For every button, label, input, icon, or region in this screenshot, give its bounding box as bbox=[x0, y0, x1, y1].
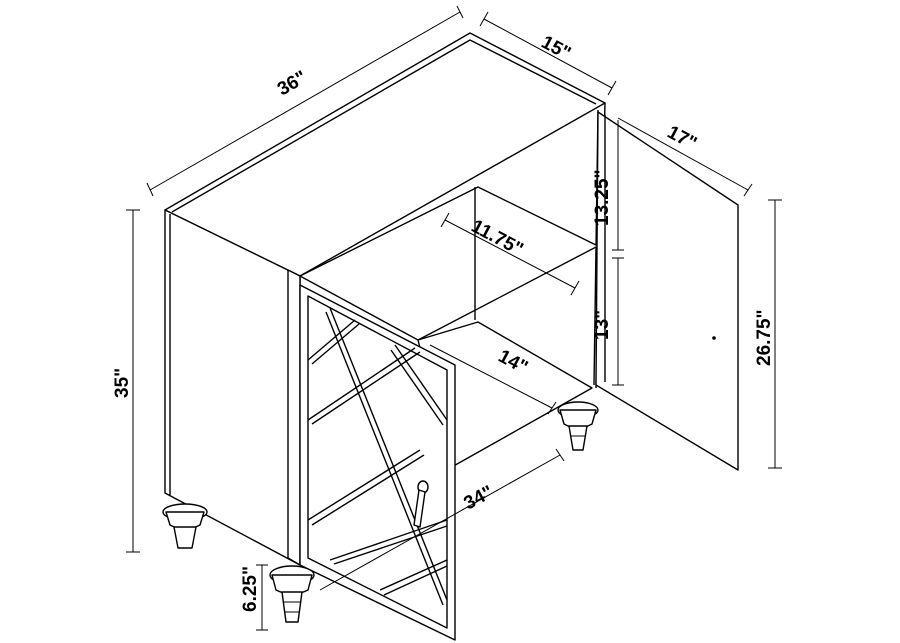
dim-overall-height: 35" bbox=[112, 368, 133, 398]
dim-upper-shelf-height: 13.25" bbox=[592, 169, 613, 226]
dim-leg-height: 6.25" bbox=[240, 566, 261, 612]
dim-depth-top: 15" bbox=[538, 32, 574, 65]
dim-inner-width: 34" bbox=[460, 482, 496, 515]
cabinet-leg-front-left bbox=[269, 565, 315, 623]
cabinet-body bbox=[164, 32, 606, 566]
right-door bbox=[595, 111, 739, 471]
dim-door-width: 17" bbox=[664, 122, 700, 155]
door-knob-dot bbox=[712, 336, 716, 340]
door-handle bbox=[413, 480, 429, 528]
door-lattice bbox=[307, 307, 448, 606]
dimension-lines bbox=[126, 5, 782, 631]
dim-lower-shelf-height: 13" bbox=[592, 310, 613, 340]
cabinet-leg-back-left bbox=[162, 503, 208, 549]
dim-width-top: 36" bbox=[274, 67, 311, 100]
dim-door-height: 26.75" bbox=[754, 309, 775, 366]
cabinet-leg-front-right bbox=[557, 401, 599, 451]
left-door bbox=[299, 284, 456, 641]
